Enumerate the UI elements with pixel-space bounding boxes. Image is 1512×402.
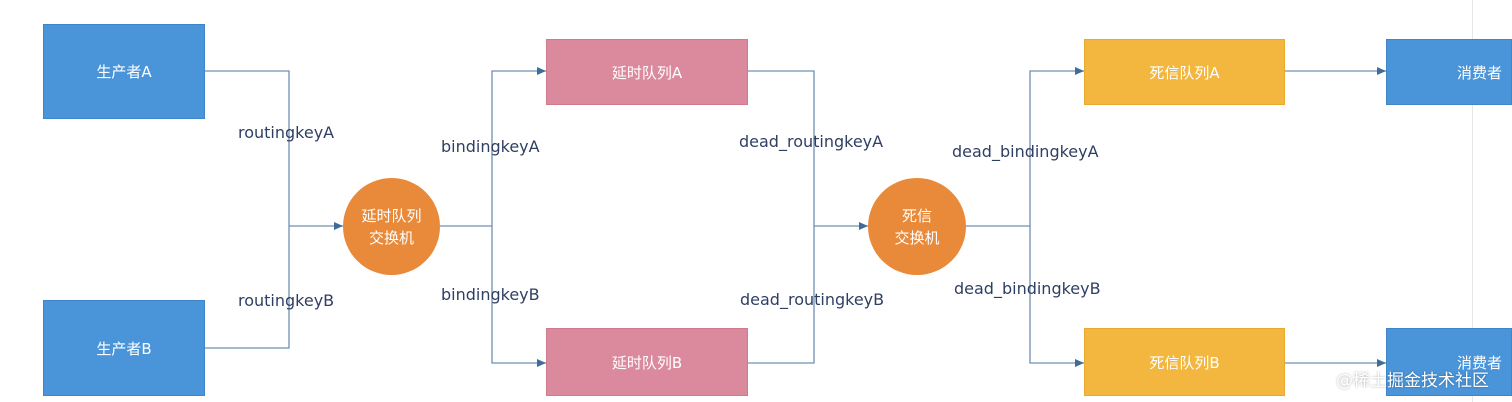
consumer-b-box: 消费者 [1386,328,1512,396]
edge-label-bindingkey-a: bindingkeyA [441,137,540,156]
edge-label-dead-routingkey-a: dead_routingkeyA [739,132,884,151]
dead-exchange-circle: 死信 交换机 [868,178,966,275]
producer-a-box: 生产者A [43,24,205,119]
dead-exchange-label-2: 交换机 [894,228,940,247]
dead-exchange-label-1: 死信 [901,206,932,225]
delay-exchange-label-2: 交换机 [368,228,414,247]
edge-to-delay-queue-b [491,226,546,367]
edge-producer-b [205,226,290,349]
edge-producer-a [205,70,290,226]
dead-queue-a-label: 死信队列A [1149,63,1220,82]
producer-a-label: 生产者A [96,63,152,81]
edge-label-bindingkey-b: bindingkeyB [441,285,540,304]
watermark-text: @稀土掘金技术社区 [1336,371,1489,391]
edge-delay-queue-a-out [748,70,815,226]
consumer-b-label: 消费者 [1457,353,1503,372]
edge-label-dead-bindingkey-b: dead_bindingkeyB [954,279,1101,298]
edge-to-delay-queue-a [491,67,546,226]
right-divider [1472,0,1473,402]
edge-to-dead-queue-b [1029,226,1084,367]
consumer-a-box: 消费者 [1386,39,1512,105]
consumer-a-label: 消费者 [1457,63,1503,82]
dead-queue-a-box: 死信队列A [1084,39,1285,105]
delay-queue-b-box: 延时队列B [546,328,748,396]
edge-label-dead-bindingkey-a: dead_bindingkeyA [952,142,1099,161]
dead-queue-b-box: 死信队列B [1084,328,1285,396]
delay-exchange-circle: 延时队列 交换机 [343,178,440,275]
dead-queue-b-label: 死信队列B [1149,353,1220,372]
delay-exchange-label-1: 延时队列 [361,206,422,225]
edge-label-dead-routingkey-b: dead_routingkeyB [740,290,885,309]
edge-label-routingkey-a: routingkeyA [238,123,335,142]
producer-b-box: 生产者B [43,300,205,396]
delay-queue-a-box: 延时队列A [546,39,748,105]
edge-to-dead-queue-a [1029,67,1084,226]
producer-b-label: 生产者B [96,339,152,358]
delay-queue-a-label: 延时队列A [611,63,683,82]
edge-label-routingkey-b: routingkeyB [238,291,335,310]
delay-queue-b-label: 延时队列B [611,353,683,372]
